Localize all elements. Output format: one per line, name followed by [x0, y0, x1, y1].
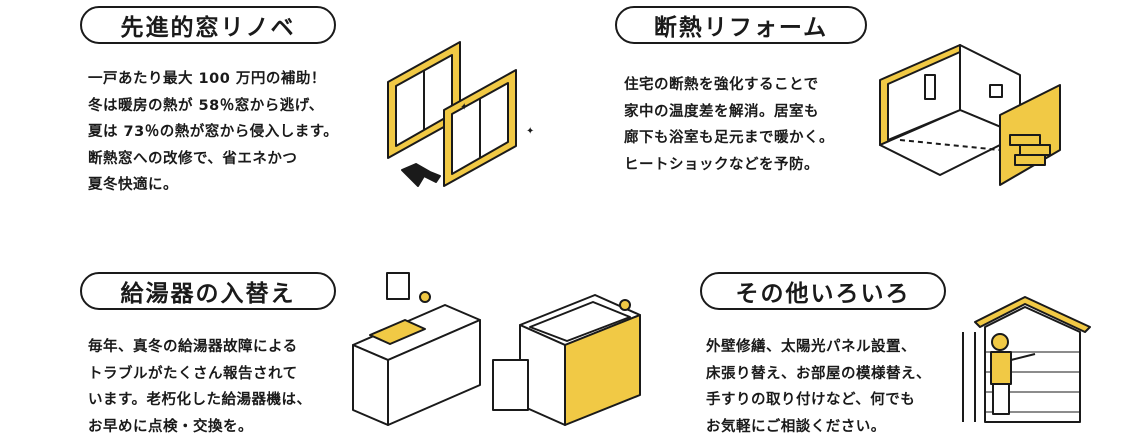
section-title-insulation: 断熱リフォーム — [615, 6, 867, 44]
section-title-window-renovation: 先進的窓リノベ — [80, 6, 336, 44]
section-body-insulation: 住宅の断熱を強化することで 家中の温度差を解消。居室も 廊下も浴室も足元まで暖か… — [624, 72, 834, 178]
svg-text:✦: ✦ — [460, 102, 468, 113]
body-line: 手すりの取り付けなど、何でも — [706, 387, 931, 414]
body-line: 家中の温度差を解消。居室も — [624, 99, 834, 126]
body-line: トラブルがたくさん報告されて — [88, 361, 312, 388]
section-body-water-heater: 毎年、真冬の給湯器故障による トラブルがたくさん報告されて います。老朽化した給… — [88, 334, 312, 440]
body-line: 床張り替え、お部屋の模様替え、 — [706, 361, 931, 388]
body-line: 外壁修繕、太陽光パネル設置、 — [706, 334, 931, 361]
body-line: 断熱窓への改修で、省エネかつ — [88, 146, 338, 173]
svg-text:✦: ✦ — [526, 126, 534, 137]
body-line: 冬は暖房の熱が 58％窓から逃げ、 — [88, 93, 338, 120]
body-line: 廊下も浴室も足元まで暖かく。 — [624, 125, 834, 152]
body-line: ヒートショックなどを予防。 — [624, 152, 834, 179]
section-body-window-renovation: 一戸あたり最大 100 万円の補助！ 冬は暖房の熱が 58％窓から逃げ、 夏は … — [88, 66, 338, 199]
body-line: 夏冬快適に。 — [88, 172, 338, 199]
section-title-other: その他いろいろ — [700, 272, 946, 310]
house-repair-worker-illustration — [955, 292, 1095, 427]
section-title-water-heater: 給湯器の入替え — [80, 272, 336, 310]
section-body-other: 外壁修繕、太陽光パネル設置、 床張り替え、お部屋の模様替え、 手すりの取り付けな… — [706, 334, 931, 440]
insulated-room-illustration — [870, 40, 1070, 200]
window-illustration: ✦ ✦ — [380, 30, 560, 200]
water-heater-illustration — [345, 265, 655, 430]
body-line: 住宅の断熱を強化することで — [624, 72, 834, 99]
body-line: お気軽にご相談ください。 — [706, 414, 931, 440]
body-line: 夏は 73％の熱が窓から侵入します。 — [88, 119, 338, 146]
body-line: お早めに点検・交換を。 — [88, 414, 312, 440]
body-line: います。老朽化した給湯器機は、 — [88, 387, 312, 414]
body-line: 毎年、真冬の給湯器故障による — [88, 334, 312, 361]
body-line: 一戸あたり最大 100 万円の補助！ — [88, 66, 338, 93]
